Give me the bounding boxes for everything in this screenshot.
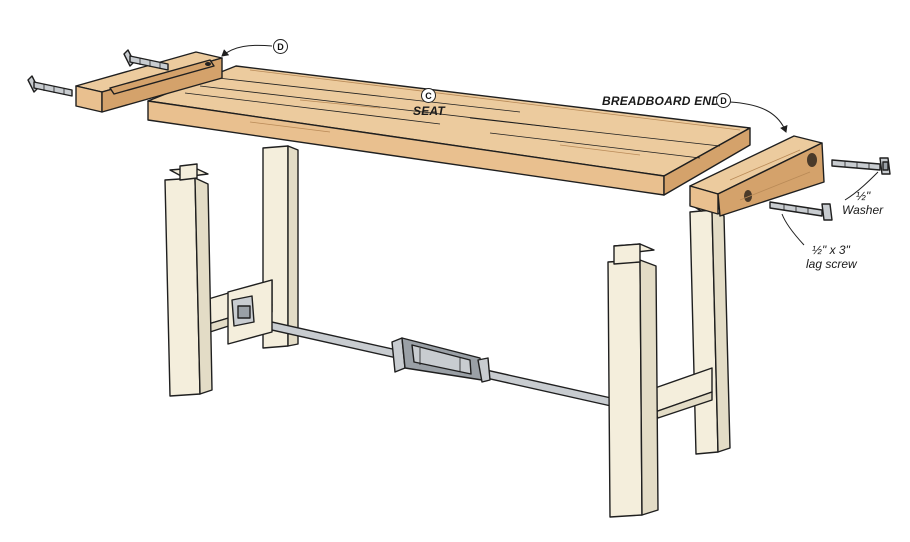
back-right-leg: [689, 201, 731, 455]
callout-badge-left-end: D: [273, 39, 288, 54]
front-left-leg: [164, 163, 213, 397]
lag-screw-label: lag screw: [806, 257, 857, 271]
lag-screw-size-label: ½" x 3": [812, 243, 850, 257]
leader-lines: [221, 44, 879, 246]
washer-label: Washer: [842, 203, 884, 217]
seat-panel: [147, 65, 751, 196]
breadboard-end-label: BREADBOARD END: [602, 94, 721, 108]
callout-badge-seat: C: [421, 88, 436, 103]
lag-screw-right-lower: [769, 201, 833, 221]
right-breadboard-end: [689, 135, 825, 217]
callout-badge-breadboard-end: D: [716, 93, 731, 108]
lag-screw-right-upper: [831, 157, 891, 175]
lag-screw-left-upper: [123, 49, 169, 71]
front-right-leg: [607, 243, 659, 518]
turnbuckle: [391, 337, 491, 383]
washer-size-label: ½": [856, 189, 871, 203]
left-stretcher: [204, 279, 273, 345]
lag-screw-left-lower: [27, 75, 73, 97]
seat-label: SEAT: [413, 104, 445, 118]
